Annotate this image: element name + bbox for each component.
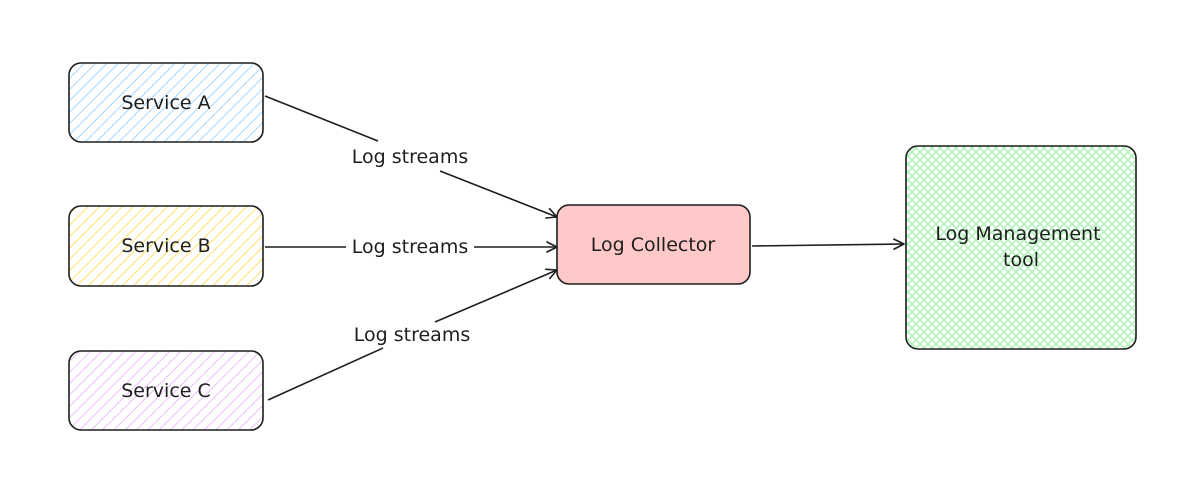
service-a-node[interactable]: Service A [68, 62, 264, 143]
edge-a-segment-1 [264, 95, 379, 142]
edge-service-c-to-collector: Log streams [267, 268, 558, 401]
log-collector-node[interactable]: Log Collector [556, 204, 751, 285]
log-management-tool-node[interactable]: Log Management tool [905, 145, 1137, 350]
edge-a-label: Log streams [352, 146, 468, 168]
edge-c-label: Log streams [354, 324, 470, 346]
edge-a-segment-2 [439, 170, 558, 219]
edge-c-segment-1 [267, 347, 384, 401]
log-collector-box [557, 205, 750, 284]
service-c-box [69, 351, 263, 430]
log-collector-label: Log Collector [591, 234, 716, 256]
service-c-label: Service C [121, 380, 211, 402]
edge-collector-to-tool [751, 238, 905, 250]
edge-b-label-background [346, 234, 474, 258]
edge-c-segment-2 [434, 268, 558, 323]
service-b-box [69, 206, 263, 286]
service-b-node[interactable]: Service B [68, 205, 264, 287]
edge-b-label: Log streams [352, 236, 468, 258]
log-management-tool-label-line1: Log Management [935, 223, 1100, 245]
edge-collector-to-tool-line [751, 238, 905, 250]
edge-service-a-to-collector: Log streams [264, 95, 558, 219]
service-b-label: Service B [121, 235, 210, 257]
log-management-tool-label-line2: tool [1003, 249, 1039, 271]
service-a-box [69, 63, 263, 142]
log-management-tool-box [906, 146, 1136, 349]
service-c-node[interactable]: Service C [68, 350, 264, 431]
edge-service-b-to-collector: Log streams [265, 234, 558, 258]
log-management-tool-label: Log Management tool [935, 223, 1106, 271]
service-a-label: Service A [121, 92, 210, 114]
